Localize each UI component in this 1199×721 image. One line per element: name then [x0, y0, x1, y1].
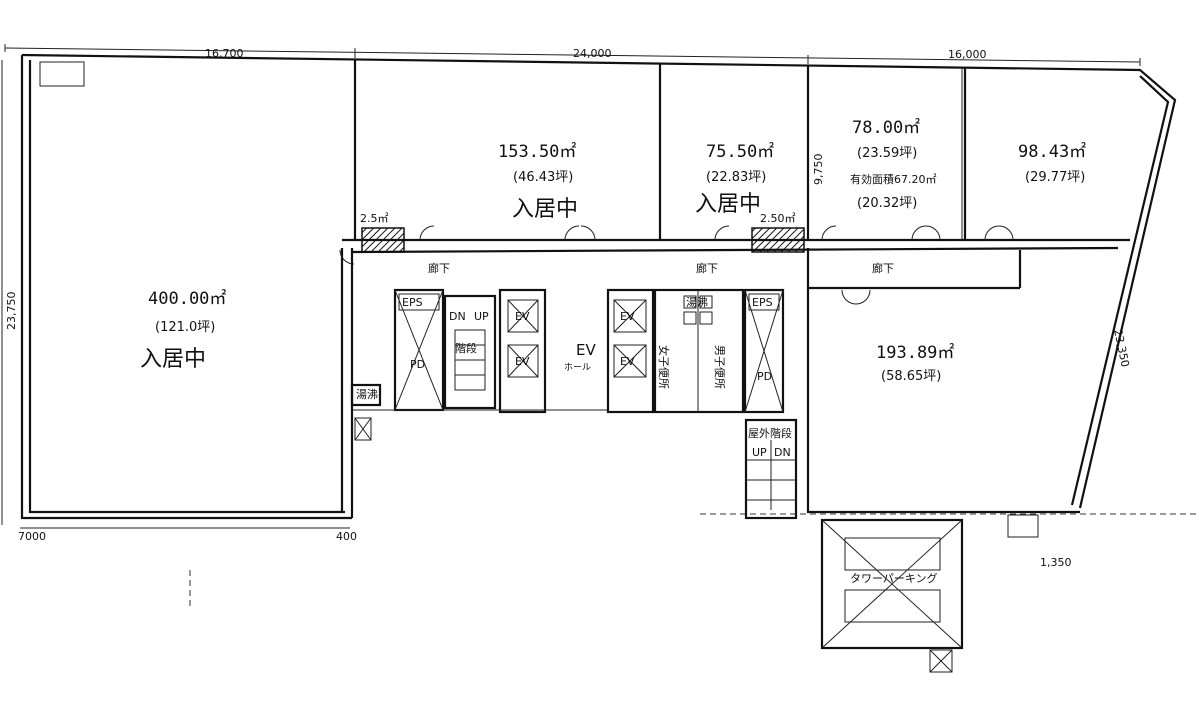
dim-top-center: 24,000	[573, 47, 612, 60]
core-right	[606, 288, 785, 414]
ev-label-1: EV	[515, 310, 530, 323]
doors	[339, 225, 1014, 305]
core-left	[352, 288, 608, 414]
unit-6-tsubo: (58.65坪)	[881, 369, 941, 384]
unit-2-tsubo: (46.43坪)	[513, 170, 573, 185]
unit-1-area: 400.00㎡	[148, 289, 226, 309]
unit-6-area: 193.89㎡	[876, 343, 954, 363]
ev-label-2: EV	[515, 355, 530, 368]
outdoor-dn-label: DN	[774, 446, 791, 459]
tower-parking-label: タワーパーキング	[850, 571, 938, 585]
small-room-right-hatch	[751, 227, 805, 253]
small-room-right-label: 2.50㎡	[760, 212, 796, 225]
left-shafts	[39, 61, 382, 441]
unit-4-effective-tsubo: (20.32坪)	[857, 196, 917, 211]
unit-1-tsubo: (121.0坪)	[155, 320, 215, 335]
corridor-label-center: 廊下	[696, 261, 718, 275]
eps-left-label: EPS	[402, 296, 423, 309]
ev-hall-sub-label: ホール	[564, 362, 591, 373]
stairs-dn-label: DN	[449, 310, 466, 323]
unit-2-area: 153.50㎡	[498, 142, 576, 162]
dim-bottom-left-a: 7000	[18, 530, 46, 543]
unit-5-tsubo: (29.77坪)	[1025, 170, 1085, 185]
dim-bottom-right: 1,350	[1040, 556, 1072, 569]
corridor-label-left: 廊下	[428, 261, 450, 275]
pd-right-label: PD	[757, 370, 772, 383]
outdoor-up-label: UP	[752, 446, 767, 459]
unit-4-tsubo: (23.59坪)	[857, 146, 917, 161]
unit-4-effective: 有効面積67.20㎡	[850, 172, 937, 186]
unit-3-tsubo: (22.83坪)	[706, 170, 766, 185]
mens-toilet-label: 男子便所	[713, 345, 726, 389]
unit-3-status: 入居中	[695, 192, 761, 217]
unit-4-area: 78.00㎡	[852, 118, 920, 138]
outdoor-stairs	[744, 418, 798, 520]
unit-3-area: 75.50㎡	[706, 142, 774, 162]
corridor-label-right: 廊下	[872, 261, 894, 275]
dim-left-side: 23,750	[5, 292, 18, 331]
ev-label-3: EV	[620, 310, 635, 323]
outer-walls	[20, 53, 1177, 520]
unit-5-area: 98.43㎡	[1018, 142, 1086, 162]
yutoh-right-label: 湯沸	[686, 296, 708, 309]
dim-top-right: 16,000	[948, 48, 987, 61]
tower-parking-outline	[820, 514, 1039, 673]
eps-right-label: EPS	[752, 296, 773, 309]
ev-hall-label: EV	[576, 341, 596, 359]
yutoh-left-label: 湯沸	[356, 388, 378, 401]
unit-2-status: 入居中	[512, 197, 578, 222]
outdoor-stairs-label: 屋外階段	[748, 426, 792, 440]
small-room-left-label: 2.5㎡	[360, 212, 389, 225]
womens-toilet-label: 女子便所	[657, 345, 671, 389]
stairs-label: 階段	[455, 341, 477, 355]
pd-left-label: PD	[410, 358, 425, 371]
ev-label-4: EV	[620, 355, 635, 368]
stairs-up-label: UP	[474, 310, 489, 323]
unit-1-status: 入居中	[140, 347, 206, 372]
unit-partitions	[353, 60, 967, 240]
dim-bottom-left-b: 400	[336, 530, 357, 543]
dim-east-offset: 9,750	[812, 154, 825, 186]
dimension-lines	[1, 44, 1199, 610]
small-room-left-hatch	[361, 227, 405, 253]
